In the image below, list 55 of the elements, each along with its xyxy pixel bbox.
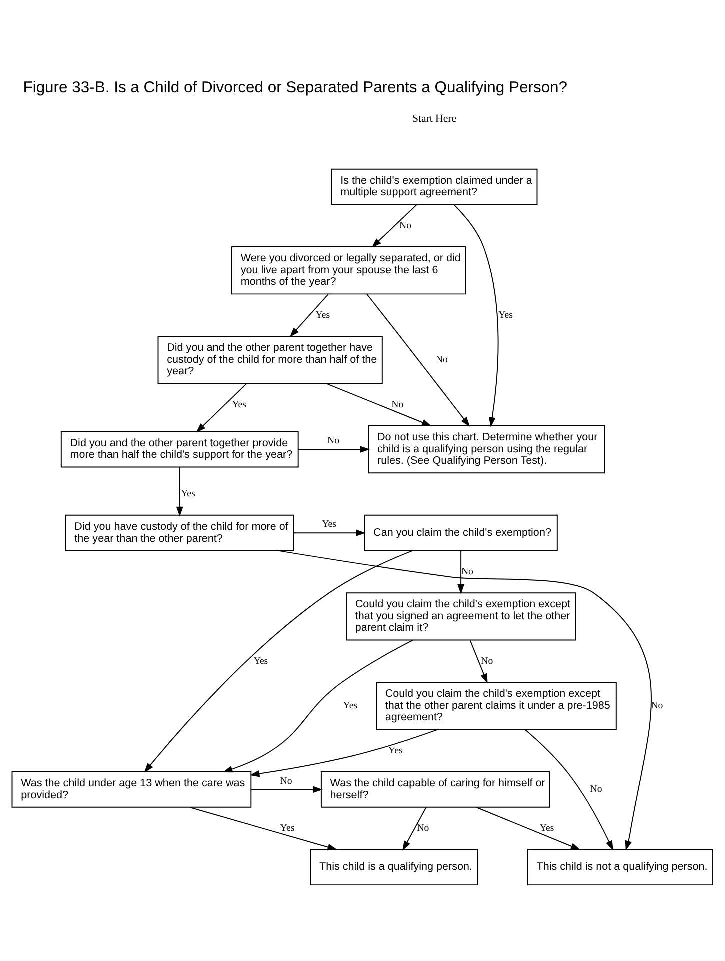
node-box: Could you claim the child's exemption except that you signed an agreement to let the other parent claim it? — [346, 592, 576, 641]
arrow — [176, 466, 184, 517]
edge-label: No — [461, 566, 474, 578]
diagram-title: Figure 33-B. Is a Child of Divorced or Separated Parents a Qualifying Person? — [23, 79, 568, 96]
node-box: Did you have custody of the child for more of the year than the other parent? — [65, 514, 294, 552]
edge-label: Yes — [316, 310, 330, 321]
edge-label: Yes — [388, 745, 403, 756]
arrow — [196, 384, 248, 433]
node-box: Was the child under age 13 when the care was provided? — [12, 772, 252, 808]
arrow — [222, 640, 414, 773]
edge-label: No — [400, 220, 412, 232]
arrow — [366, 294, 470, 427]
node-box: Were you divorced or legally separated, or did you live apart from your spouse the last 6 months of the year? — [232, 246, 466, 295]
edge-label: No — [590, 784, 602, 796]
edge-label: No — [392, 399, 404, 410]
arrow — [476, 807, 581, 850]
edge-label: Yes — [181, 488, 196, 500]
arrow — [144, 550, 414, 773]
node-box: Did you and the other parent together have custody of the child for more than half of the year? — [158, 336, 383, 384]
arrow — [402, 807, 427, 851]
arrow — [326, 383, 432, 426]
arrow — [189, 807, 338, 851]
edge-label: Yes — [232, 399, 247, 410]
node-box: This child is a qualifying person. — [310, 849, 478, 886]
node-box: Did you and the other parent together provide more than half the child's support for the year? — [60, 431, 299, 468]
edge-label: Yes — [343, 700, 358, 712]
edge-label: No — [436, 354, 448, 366]
edge-label: Yes — [322, 519, 336, 530]
arrow — [453, 204, 499, 428]
edge-label: No — [327, 436, 340, 447]
label: Start Here — [412, 112, 457, 125]
arrow — [470, 640, 488, 684]
arrow — [294, 530, 366, 537]
node-box: Is the child's exemption claimed under a multiple support agreement? — [331, 168, 538, 206]
node-box: This child is not a qualifying person. — [527, 849, 714, 886]
arrow — [372, 204, 418, 248]
edge-label: No — [481, 656, 494, 667]
edge-label: Yes — [498, 310, 513, 321]
arrow — [278, 550, 652, 851]
arrow — [298, 446, 370, 453]
edge-label: No — [651, 700, 664, 712]
arrow — [458, 550, 464, 594]
edge-label: Yes — [280, 822, 295, 834]
edge-label: Yes — [254, 656, 268, 667]
arrow — [290, 294, 329, 338]
arrow — [524, 729, 614, 851]
node-box: Can you claim the child's exemption? — [364, 514, 558, 552]
edge-label: No — [280, 776, 292, 787]
edge-label: No — [417, 822, 430, 834]
node-box: Was the child capable of caring for himself or herself? — [320, 772, 550, 808]
node-box: Do not use this chart. Determine whether your child is a qualifying person using the regular rules. (See Qualifying Person Test). — [368, 425, 606, 474]
edge-label: Yes — [540, 822, 554, 834]
arrow — [250, 729, 438, 778]
arrow — [250, 786, 323, 794]
node-box: Could you claim the child's exemption except that the other parent claims it under a pre-1985 agreement? — [376, 682, 617, 730]
